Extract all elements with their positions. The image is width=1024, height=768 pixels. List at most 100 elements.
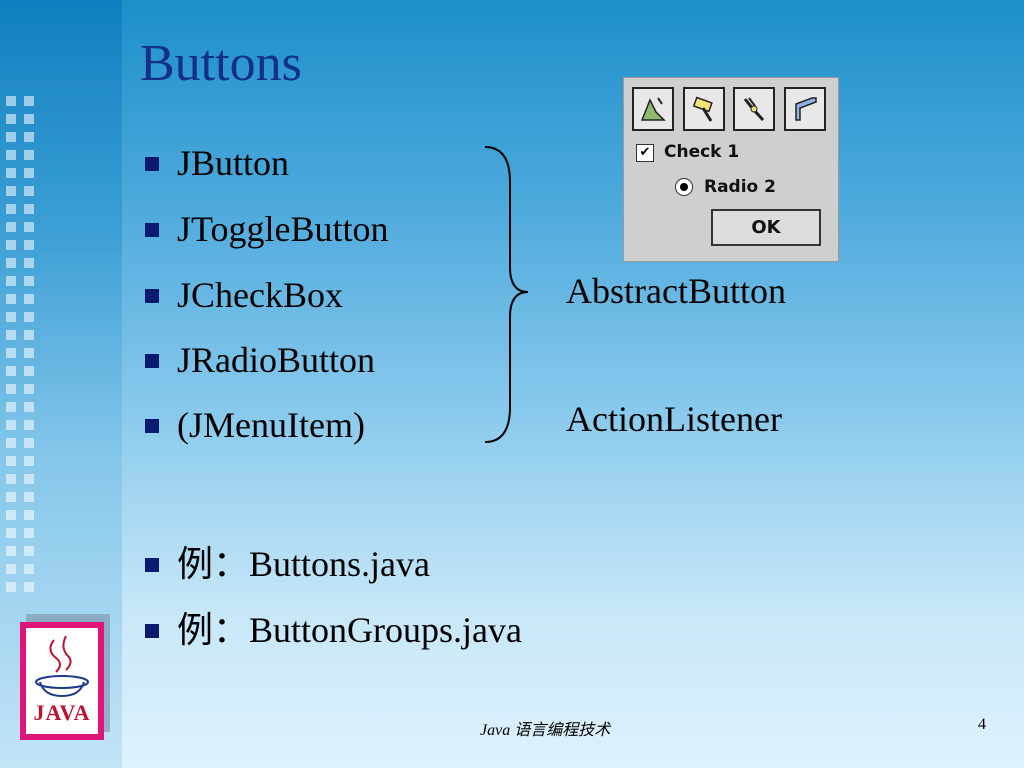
bullet-marker (145, 353, 159, 368)
decor-square (6, 132, 16, 142)
bullet-marker (145, 557, 159, 572)
bullet-marker (145, 288, 159, 303)
decor-square-row (6, 150, 116, 160)
decor-square-row (6, 330, 116, 340)
decor-square (24, 366, 34, 376)
decor-square-row (6, 528, 116, 538)
decor-square (6, 420, 16, 430)
decor-square (6, 348, 16, 358)
decor-square (6, 96, 16, 106)
bullet-marker (145, 623, 159, 638)
decor-square (6, 546, 16, 556)
decor-square (6, 528, 16, 538)
bullet-marker (145, 222, 159, 237)
footer-text: Java 语言编程技术 (480, 722, 611, 739)
decor-square-row (6, 456, 116, 466)
decor-square (24, 114, 34, 124)
bullet-item: JButton (145, 142, 289, 184)
radio-2-button[interactable] (675, 178, 693, 196)
decor-square (6, 330, 16, 340)
decor-square (24, 384, 34, 394)
decor-square-row (6, 240, 116, 250)
bullet-item: JRadioButton (145, 339, 375, 381)
decor-square-row (6, 348, 116, 358)
decor-square (6, 492, 16, 502)
decor-square-row (6, 96, 116, 106)
decor-square (6, 438, 16, 448)
bullet-text: JCheckBox (177, 275, 343, 315)
decor-square-row (6, 420, 116, 430)
decor-square (6, 510, 16, 520)
decor-square-row (6, 312, 116, 322)
example-text: 例：Buttons.java (177, 544, 430, 584)
decor-square (24, 564, 34, 574)
decor-square-row (6, 582, 116, 592)
decor-square-row (6, 204, 116, 214)
decor-square-row (6, 564, 116, 574)
bullet-text: JButton (177, 143, 290, 183)
bullet-text: JRadioButton (177, 340, 376, 380)
decor-square (24, 492, 34, 502)
swing-demo-window: ✔ Check 1 Radio 2 OK (623, 77, 839, 262)
example-item: 例：ButtonGroups.java (145, 601, 522, 653)
decor-square (24, 420, 34, 430)
decor-square (6, 222, 16, 232)
decor-square (24, 582, 34, 592)
decor-square (6, 168, 16, 178)
bullet-item: JCheckBox (145, 274, 343, 316)
decor-square-row (6, 186, 116, 196)
decor-square (6, 312, 16, 322)
decor-square (6, 294, 16, 304)
bullet-marker (145, 418, 159, 433)
hammer-icon[interactable] (683, 87, 725, 131)
decor-square (24, 96, 34, 106)
decor-square (24, 186, 34, 196)
bullet-text: (JMenuItem) (177, 405, 365, 445)
decor-square (24, 510, 34, 520)
page-number: 4 (978, 716, 986, 733)
slide-title: Buttons (140, 35, 302, 92)
decor-square-row (6, 510, 116, 520)
decor-square (24, 348, 34, 358)
check-1-checkbox[interactable]: ✔ (636, 144, 654, 162)
decor-square (24, 276, 34, 286)
decor-square (24, 258, 34, 268)
example-text: 例：ButtonGroups.java (177, 610, 522, 650)
decor-square (24, 132, 34, 142)
radio-dot-icon (680, 183, 688, 191)
paint-icon[interactable] (632, 87, 674, 131)
bullet-item: (JMenuItem) (145, 404, 365, 446)
decor-square (6, 240, 16, 250)
decor-square (24, 312, 34, 322)
decor-square-row (6, 168, 116, 178)
decor-square (6, 276, 16, 286)
decor-square (6, 474, 16, 484)
decor-square (24, 240, 34, 250)
decor-square-row (6, 294, 116, 304)
java-logo: JAVA (20, 622, 104, 740)
decor-square (6, 456, 16, 466)
decor-square (6, 582, 16, 592)
bullet-marker (145, 156, 159, 171)
decor-square-row (6, 384, 116, 394)
decor-square (24, 402, 34, 412)
decor-square-row (6, 474, 116, 484)
decor-square-row (6, 258, 116, 268)
pages-icon[interactable] (784, 87, 826, 131)
check-1-label: Check 1 (664, 142, 740, 162)
bullet-item: JToggleButton (145, 208, 388, 250)
ok-button[interactable]: OK (711, 209, 821, 246)
decor-square-row (6, 546, 116, 556)
abstractbutton-label: AbstractButton (566, 271, 786, 311)
decor-square (6, 258, 16, 268)
decor-square (24, 546, 34, 556)
decor-square (24, 438, 34, 448)
pliers-icon[interactable] (733, 87, 775, 131)
decor-square-row (6, 276, 116, 286)
decor-square-row (6, 402, 116, 412)
example-item: 例：Buttons.java (145, 535, 430, 587)
decor-square (6, 564, 16, 574)
coffee-cup-icon (35, 635, 89, 698)
decor-square (24, 204, 34, 214)
